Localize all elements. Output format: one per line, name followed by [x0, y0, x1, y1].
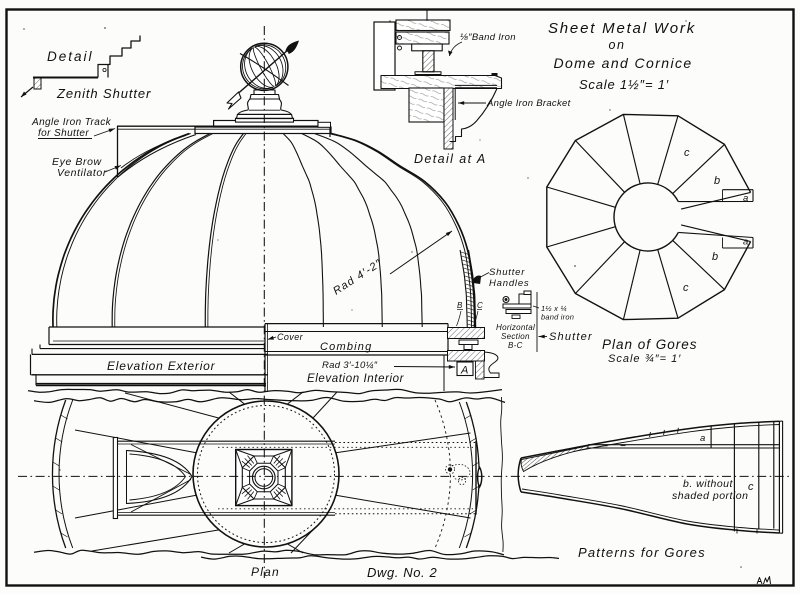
- svg-text:Combing: Combing: [320, 341, 372, 353]
- svg-text:B: B: [457, 301, 463, 310]
- svg-text:Horizontal: Horizontal: [496, 323, 535, 332]
- svg-text:Shutter: Shutter: [489, 267, 525, 278]
- svg-text:Eye Brow: Eye Brow: [52, 156, 103, 168]
- svg-text:Plan: Plan: [251, 565, 280, 579]
- svg-text:Shutter: Shutter: [549, 331, 593, 343]
- svg-text:Ventilator: Ventilator: [57, 167, 107, 179]
- svg-text:Dome and Cornice: Dome and Cornice: [553, 55, 692, 71]
- svg-text:Detail: Detail: [47, 49, 94, 64]
- svg-text:Dwg. No. 2: Dwg. No. 2: [367, 565, 437, 580]
- svg-text:Scale ¾″= 1′: Scale ¾″= 1′: [608, 353, 681, 365]
- svg-text:b: b: [714, 175, 721, 187]
- svg-text:Elevation Exterior: Elevation Exterior: [107, 359, 216, 373]
- svg-text:Cover: Cover: [277, 332, 304, 342]
- svg-text:Scale 1½″= 1′: Scale 1½″= 1′: [579, 77, 669, 92]
- svg-text:Rad 3′-10¼″: Rad 3′-10¼″: [322, 360, 378, 371]
- svg-text:A: A: [460, 365, 468, 377]
- svg-text:1½ x ¼: 1½ x ¼: [541, 304, 567, 313]
- svg-text:shaded portion: shaded portion: [672, 490, 748, 502]
- svg-text:B-C: B-C: [508, 341, 523, 350]
- svg-text:Angle Iron Bracket: Angle Iron Bracket: [486, 98, 571, 109]
- svg-text:Sheet Metal Work: Sheet Metal Work: [548, 20, 696, 37]
- svg-text:a: a: [700, 433, 706, 444]
- svg-text:C: C: [477, 301, 483, 310]
- svg-text:a: a: [743, 237, 749, 248]
- svg-text:on: on: [609, 38, 626, 52]
- svg-text:⅛″Band Iron: ⅛″Band Iron: [460, 32, 516, 43]
- svg-text:b: b: [712, 251, 719, 263]
- svg-text:Handles: Handles: [489, 278, 529, 289]
- svg-text:c: c: [683, 282, 689, 294]
- svg-text:band iron: band iron: [541, 313, 574, 322]
- svg-text:Section: Section: [501, 332, 530, 341]
- svg-text:Elevation Interior: Elevation Interior: [307, 373, 405, 385]
- svg-text:a: a: [743, 193, 749, 204]
- svg-text:c: c: [684, 147, 690, 159]
- svg-text:Detail at A: Detail at A: [414, 152, 487, 166]
- svg-text:Angle Iron Track: Angle Iron Track: [31, 117, 112, 128]
- svg-text:b. without: b. without: [683, 478, 734, 490]
- svg-text:for Shutter: for Shutter: [38, 128, 89, 139]
- svg-text:Patterns for Gores: Patterns for Gores: [578, 545, 706, 560]
- svg-text:Zenith Shutter: Zenith Shutter: [56, 86, 151, 101]
- svg-text:Plan of Gores: Plan of Gores: [602, 337, 698, 352]
- svg-text:c: c: [748, 481, 754, 493]
